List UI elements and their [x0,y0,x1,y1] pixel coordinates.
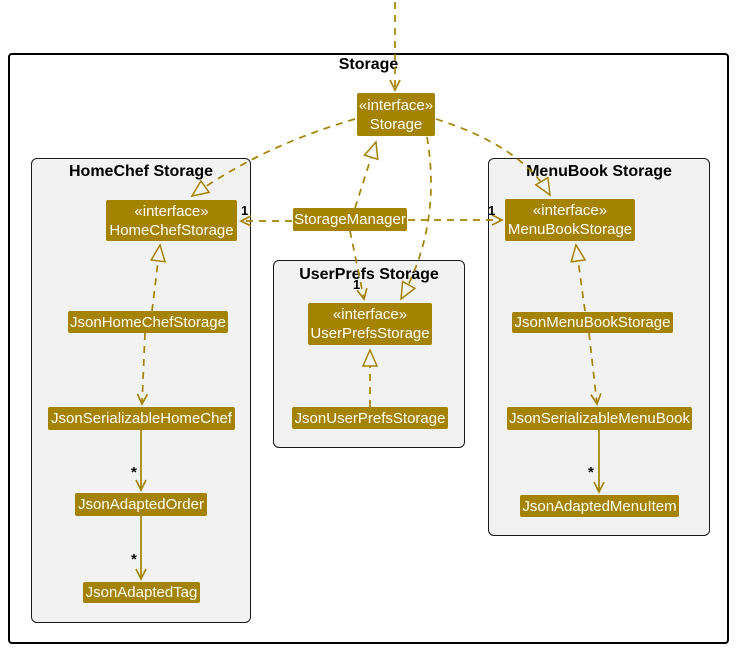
class-box-jsonserializablemenubook: JsonSerializableMenuBook [507,407,692,430]
stereotype-label: «interface» [134,202,209,220]
class-name-label: JsonUserPrefsStorage [294,409,446,427]
stereotype-label: «interface» [358,96,434,114]
class-name-label: JsonAdaptedMenuItem [522,497,677,515]
class-box-jsonhomechefstorage: JsonHomeChefStorage [68,311,228,333]
class-box-jsonadaptedtag: JsonAdaptedTag [83,582,200,603]
class-box-homechefstorage-interface: «interface» HomeChefStorage [106,200,237,241]
multiplicity-manager-menubook: 1 [488,203,496,218]
multiplicity-serializablehomechef-order: * [131,464,137,481]
class-box-jsonserializablehomechef: JsonSerializableHomeChef [48,407,235,430]
class-name-label: HomeChefStorage [109,221,234,239]
stereotype-label: «interface» [332,306,408,323]
frame-title: Storage [338,56,399,73]
class-name-label: UserPrefsStorage [310,325,430,342]
class-name-label: JsonAdaptedTag [85,584,198,601]
class-name-label: JsonAdaptedOrder [78,496,204,513]
package-homechef-storage-title: HomeChef Storage [68,163,214,180]
package-menubook-storage-title: MenuBook Storage [526,163,672,180]
class-name-label: MenuBookStorage [507,221,633,238]
class-box-jsonmenubookstorage: JsonMenuBookStorage [512,312,673,333]
multiplicity-order-tag: * [131,551,137,568]
class-name-label: Storage [369,115,423,133]
class-box-jsonadaptedorder: JsonAdaptedOrder [75,493,207,516]
package-userprefs-storage-title: UserPrefs Storage [299,266,439,283]
class-name-label: StorageManager [294,211,406,228]
class-box-storagemanager: StorageManager [293,208,407,231]
stereotype-label: «interface» [532,202,608,219]
multiplicity-manager-homechef: 1 [241,203,249,218]
multiplicity-manager-userprefs: 1 [353,277,361,292]
class-box-menubookstorage-interface: «interface» MenuBookStorage [505,199,635,241]
class-box-jsonuserprefsstorage: JsonUserPrefsStorage [292,407,448,429]
class-box-userprefsstorage-interface: «interface» UserPrefsStorage [308,303,432,345]
class-box-storage-interface: «interface» Storage [357,93,435,136]
class-name-label: JsonHomeChefStorage [70,313,226,331]
class-name-label: JsonMenuBookStorage [514,314,671,331]
class-box-jsonadaptedmenuitem: JsonAdaptedMenuItem [520,495,679,517]
class-name-label: JsonSerializableHomeChef [51,410,232,427]
class-name-label: JsonSerializableMenuBook [509,410,690,427]
multiplicity-serializablemenubook-menuitem: * [588,464,594,481]
